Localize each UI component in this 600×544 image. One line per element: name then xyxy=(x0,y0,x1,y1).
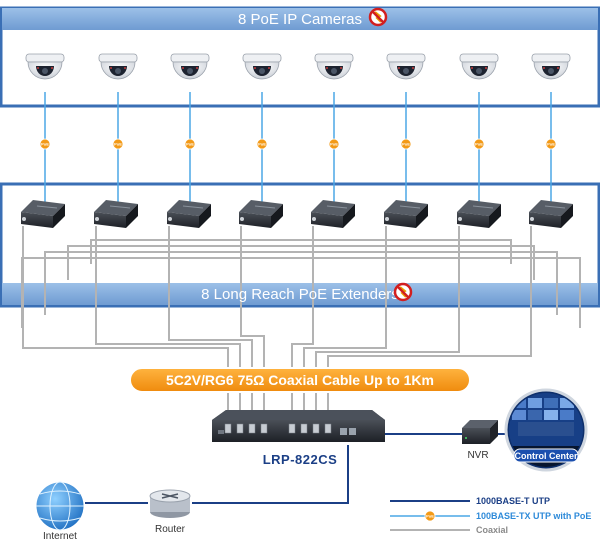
poe-badge: PoE xyxy=(400,138,412,150)
poe-extender xyxy=(21,200,65,228)
ip-camera xyxy=(314,53,354,80)
router-icon xyxy=(149,489,191,518)
poe-extender xyxy=(94,200,138,228)
coax-port xyxy=(312,423,320,434)
switch-model-label: LRP-822CS xyxy=(263,452,338,467)
nvr-device xyxy=(462,420,498,444)
poe-cables: PoE PoE PoE PoE PoE PoE PoE PoE xyxy=(39,92,557,207)
ip-camera xyxy=(531,53,571,80)
nvr-label: NVR xyxy=(467,450,488,461)
svg-text:PoE: PoE xyxy=(475,142,483,147)
svg-text:PoE: PoE xyxy=(41,142,49,147)
poe-badge: PoE xyxy=(39,138,51,150)
poe-extender xyxy=(311,200,355,228)
coax-port xyxy=(236,423,244,434)
internet-globe-icon xyxy=(35,481,85,531)
camera-group xyxy=(25,53,571,80)
ip-camera xyxy=(170,53,210,80)
router-label: Router xyxy=(155,524,186,535)
coax-line xyxy=(44,251,558,315)
ip-camera xyxy=(25,53,65,80)
poe-extender xyxy=(239,200,283,228)
camera-band xyxy=(2,8,598,30)
coax-port xyxy=(324,423,332,434)
coax-line xyxy=(21,257,581,328)
extender-band xyxy=(2,283,598,305)
cable-banner: 5C2V/RG6 75Ω Coaxial Cable Up to 1Km xyxy=(129,367,471,393)
poe-badge: PoE xyxy=(184,138,196,150)
poe-extender xyxy=(384,200,428,228)
coax-port xyxy=(260,423,268,434)
cable-banner-text: 5C2V/RG6 75Ω Coaxial Cable Up to 1Km xyxy=(166,372,434,388)
svg-text:PoE: PoE xyxy=(426,514,434,519)
poe-badge: PoE xyxy=(473,138,485,150)
coax-port xyxy=(248,423,256,434)
svg-text:PoE: PoE xyxy=(402,142,410,147)
control-center-icon xyxy=(504,388,588,472)
ip-camera xyxy=(98,53,138,80)
poe-badge: PoE xyxy=(545,138,557,150)
svg-text:PoE: PoE xyxy=(547,142,555,147)
svg-text:PoE: PoE xyxy=(330,142,338,147)
coax-port xyxy=(288,423,296,434)
no-power-icon xyxy=(393,282,413,302)
extender-group xyxy=(21,200,573,228)
router-link xyxy=(192,445,349,504)
coax-line xyxy=(67,245,535,280)
extender-band-title: 8 Long Reach PoE Extenders xyxy=(201,286,399,303)
internet-label: Internet xyxy=(43,531,77,542)
poe-extender xyxy=(457,200,501,228)
poe-badge: PoE xyxy=(112,138,124,150)
legend-poe-badge: PoE xyxy=(424,510,436,522)
poe-extender xyxy=(529,200,573,228)
legend-label-utp: 1000BASE-T UTP xyxy=(476,496,550,506)
ip-camera xyxy=(242,53,282,80)
legend: 1000BASE-T UTP PoE 100BASE-TX UTP with P… xyxy=(390,496,591,535)
poe-extender xyxy=(167,200,211,228)
ip-camera xyxy=(459,53,499,80)
ip-camera xyxy=(386,53,426,80)
poe-badge: PoE xyxy=(328,138,340,150)
coax-port xyxy=(300,423,308,434)
coax-line xyxy=(90,239,512,264)
no-power-icon xyxy=(368,7,388,27)
poe-badge: PoE xyxy=(256,138,268,150)
svg-text:PoE: PoE xyxy=(258,142,266,147)
camera-band-title: 8 PoE IP Cameras xyxy=(238,11,362,28)
svg-text:PoE: PoE xyxy=(186,142,194,147)
svg-text:PoE: PoE xyxy=(114,142,122,147)
coax-port xyxy=(224,423,232,434)
legend-label-coax: Coaxial xyxy=(476,525,508,535)
control-center-label: Control Center xyxy=(515,451,578,461)
legend-label-poe: 100BASE-TX UTP with PoE xyxy=(476,511,591,521)
lrp-822cs-switch xyxy=(212,410,385,442)
